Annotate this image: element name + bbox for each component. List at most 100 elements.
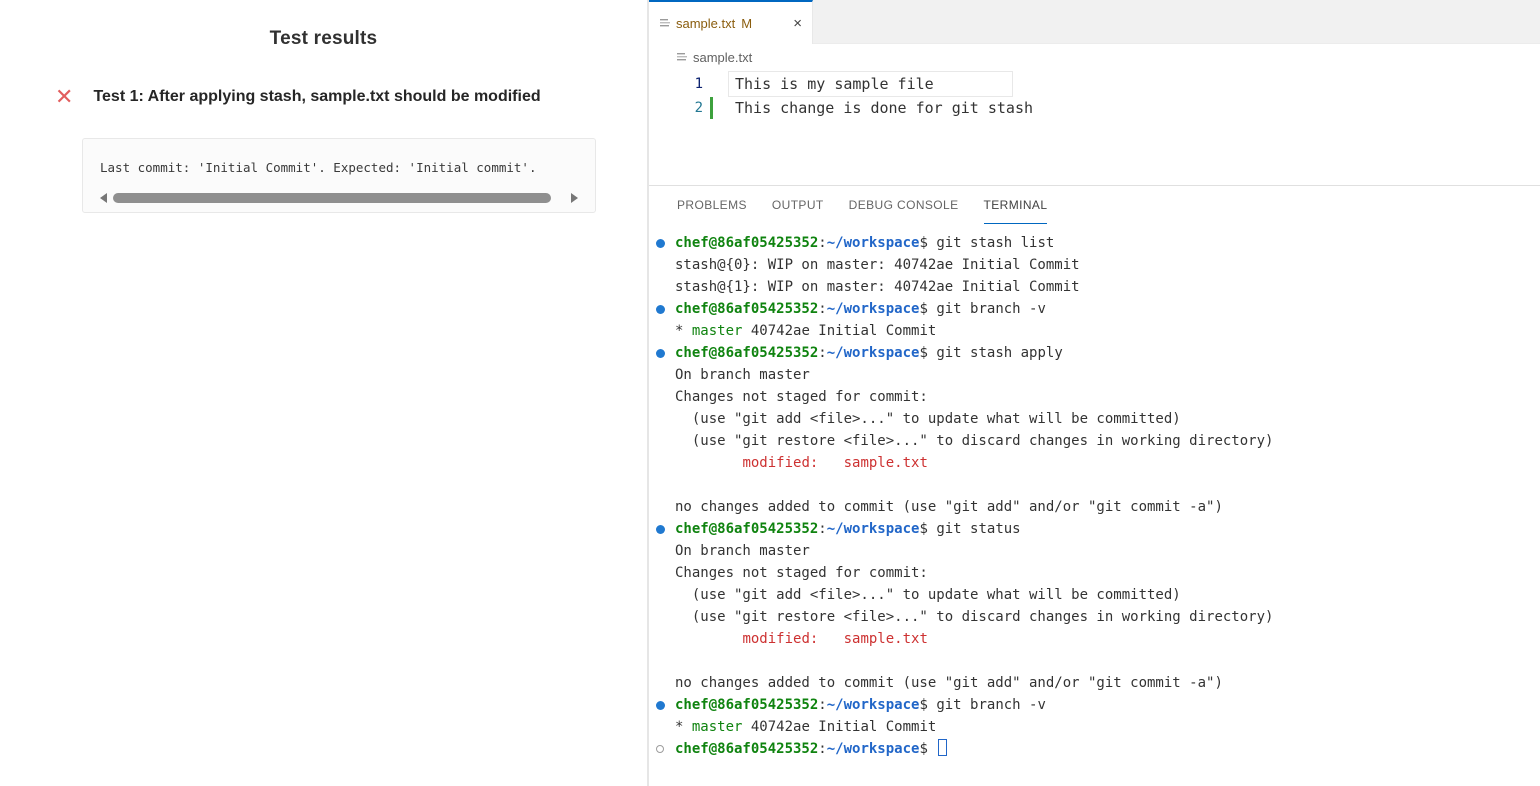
- terminal-line: On branch master: [675, 364, 1540, 386]
- scrollbar-track[interactable]: [113, 193, 565, 203]
- terminal-line: [675, 650, 1540, 672]
- terminal-line: (use "git restore <file>..." to discard …: [675, 430, 1540, 452]
- terminal-text: no changes added to commit (use "git add…: [675, 675, 1223, 691]
- terminal-text: $: [919, 301, 937, 317]
- terminal-text: chef@86af05425352: [675, 345, 819, 361]
- code-line: 1 This is my sample file: [649, 71, 1540, 97]
- breadcrumb-item: sample.txt: [693, 49, 753, 65]
- panel-tab-debug-console[interactable]: DEBUG CONSOLE: [848, 197, 959, 212]
- terminal-line: chef@86af05425352:~/workspace$ git stash…: [656, 342, 1540, 364]
- terminal-text: $: [919, 235, 937, 251]
- test-result-row: ✕Test 1: After applying stash, sample.tx…: [55, 86, 647, 108]
- terminal-text: $: [919, 741, 937, 757]
- terminal-line: (use "git add <file>..." to update what …: [675, 584, 1540, 606]
- terminal-text: *: [675, 323, 692, 339]
- terminal-text: On branch master: [675, 543, 810, 559]
- command-decoration-icon[interactable]: [656, 525, 665, 534]
- command-decoration-icon[interactable]: [656, 701, 665, 710]
- line-number: 1: [694, 76, 703, 92]
- terminal-text: :: [818, 741, 827, 757]
- terminal-text: (use "git restore <file>..." to discard …: [675, 609, 1274, 625]
- terminal-text: ~/workspace: [826, 235, 920, 251]
- code-text: This change is done for git stash: [735, 99, 1034, 117]
- tab-label: sample.txt: [676, 15, 736, 31]
- editor-tab-bar: sample.txt M ×: [649, 0, 1540, 44]
- command-decoration-icon[interactable]: [656, 745, 664, 753]
- test-results-panel: Test results ✕Test 1: After applying sta…: [0, 0, 649, 786]
- terminal-text: git branch -v: [936, 301, 1046, 317]
- terminal-cursor: [938, 739, 948, 756]
- fail-icon: ✕: [55, 84, 74, 109]
- terminal-text: modified: sample.txt: [742, 455, 928, 471]
- terminal-text: master: [691, 323, 743, 339]
- terminal-text: [675, 455, 742, 471]
- test-list: ✕Test 1: After applying stash, sample.tx…: [0, 86, 647, 213]
- terminal-text: chef@86af05425352: [675, 521, 819, 537]
- terminal-text: master: [691, 719, 743, 735]
- gutter-added-indicator: [710, 97, 713, 119]
- terminal-line: chef@86af05425352:~/workspace$ git branc…: [656, 694, 1540, 716]
- terminal-text: :: [818, 301, 827, 317]
- terminal-line: stash@{1}: WIP on master: 40742ae Initia…: [675, 276, 1540, 298]
- bottom-panel: PROBLEMS OUTPUT DEBUG CONSOLE TERMINAL chef…: [649, 185, 1540, 786]
- terminal-text: *: [675, 719, 692, 735]
- scrollbar-thumb[interactable]: [113, 193, 552, 203]
- terminal-text: git status: [936, 521, 1021, 537]
- terminal-text: ~/workspace: [826, 741, 920, 757]
- terminal-line: no changes added to commit (use "git add…: [675, 672, 1540, 694]
- terminal-line: Changes not staged for commit:: [675, 386, 1540, 408]
- terminal-text: Changes not staged for commit:: [675, 565, 928, 581]
- terminal-line: stash@{0}: WIP on master: 40742ae Initia…: [675, 254, 1540, 276]
- terminal-line: On branch master: [675, 540, 1540, 562]
- command-decoration-icon[interactable]: [656, 305, 665, 314]
- terminal-line: no changes added to commit (use "git add…: [675, 496, 1540, 518]
- tab-sample-txt[interactable]: sample.txt M ×: [649, 0, 813, 44]
- terminal-text: (use "git restore <file>..." to discard …: [675, 433, 1274, 449]
- terminal-text: (use "git add <file>..." to update what …: [675, 587, 1181, 603]
- terminal-text: modified: sample.txt: [742, 631, 928, 647]
- terminal-text: git stash list: [936, 235, 1055, 251]
- terminal-text: $: [919, 345, 937, 361]
- terminal-text: On branch master: [675, 367, 810, 383]
- terminal-line: (use "git add <file>..." to update what …: [675, 408, 1540, 430]
- terminal-text: chef@86af05425352: [675, 741, 819, 757]
- text-file-icon: [660, 19, 670, 27]
- test-message-box: Last commit: 'Initial Commit'. Expected:…: [82, 138, 596, 213]
- terminal-line: chef@86af05425352:~/workspace$ git stash…: [656, 232, 1540, 254]
- terminal-line: chef@86af05425352:~/workspace$ git statu…: [656, 518, 1540, 540]
- terminal-text: stash@{0}: WIP on master: 40742ae Initia…: [675, 257, 1080, 273]
- command-decoration-icon[interactable]: [656, 239, 665, 248]
- panel-tab-output[interactable]: OUTPUT: [771, 197, 824, 212]
- terminal-text: no changes added to commit (use "git add…: [675, 499, 1223, 515]
- panel-tab-problems[interactable]: PROBLEMS: [677, 197, 747, 212]
- terminal-text: :: [818, 235, 827, 251]
- terminal-line: chef@86af05425352:~/workspace$ git branc…: [656, 298, 1540, 320]
- terminal-text: $: [919, 521, 937, 537]
- terminal-text: chef@86af05425352: [675, 697, 819, 713]
- terminal-text: ~/workspace: [826, 697, 920, 713]
- scroll-left-icon[interactable]: [100, 193, 107, 203]
- command-decoration-icon[interactable]: [656, 349, 665, 358]
- terminal-text: :: [818, 697, 827, 713]
- close-icon[interactable]: ×: [793, 14, 802, 32]
- code-text: This is my sample file: [728, 71, 1013, 97]
- terminal-text: ~/workspace: [826, 345, 920, 361]
- terminal-line: modified: sample.txt: [675, 452, 1540, 474]
- terminal-text: Changes not staged for commit:: [675, 389, 928, 405]
- terminal-text: git branch -v: [936, 697, 1046, 713]
- terminal-line: modified: sample.txt: [675, 628, 1540, 650]
- terminal-text: git stash apply: [936, 345, 1063, 361]
- text-file-icon: [677, 53, 687, 61]
- terminal-text: stash@{1}: WIP on master: 40742ae Initia…: [675, 279, 1080, 295]
- breadcrumb[interactable]: sample.txt: [649, 44, 1540, 70]
- terminal-line: * master 40742ae Initial Commit: [675, 320, 1540, 342]
- terminal-line: [675, 474, 1540, 496]
- terminal[interactable]: chef@86af05425352:~/workspace$ git stash…: [649, 224, 1540, 786]
- terminal-text: 40742ae Initial Commit: [742, 719, 937, 735]
- horizontal-scrollbar[interactable]: [100, 191, 578, 205]
- panel-tab-terminal[interactable]: TERMINAL: [983, 186, 1048, 224]
- scroll-right-icon[interactable]: [571, 193, 578, 203]
- terminal-text: chef@86af05425352: [675, 301, 819, 317]
